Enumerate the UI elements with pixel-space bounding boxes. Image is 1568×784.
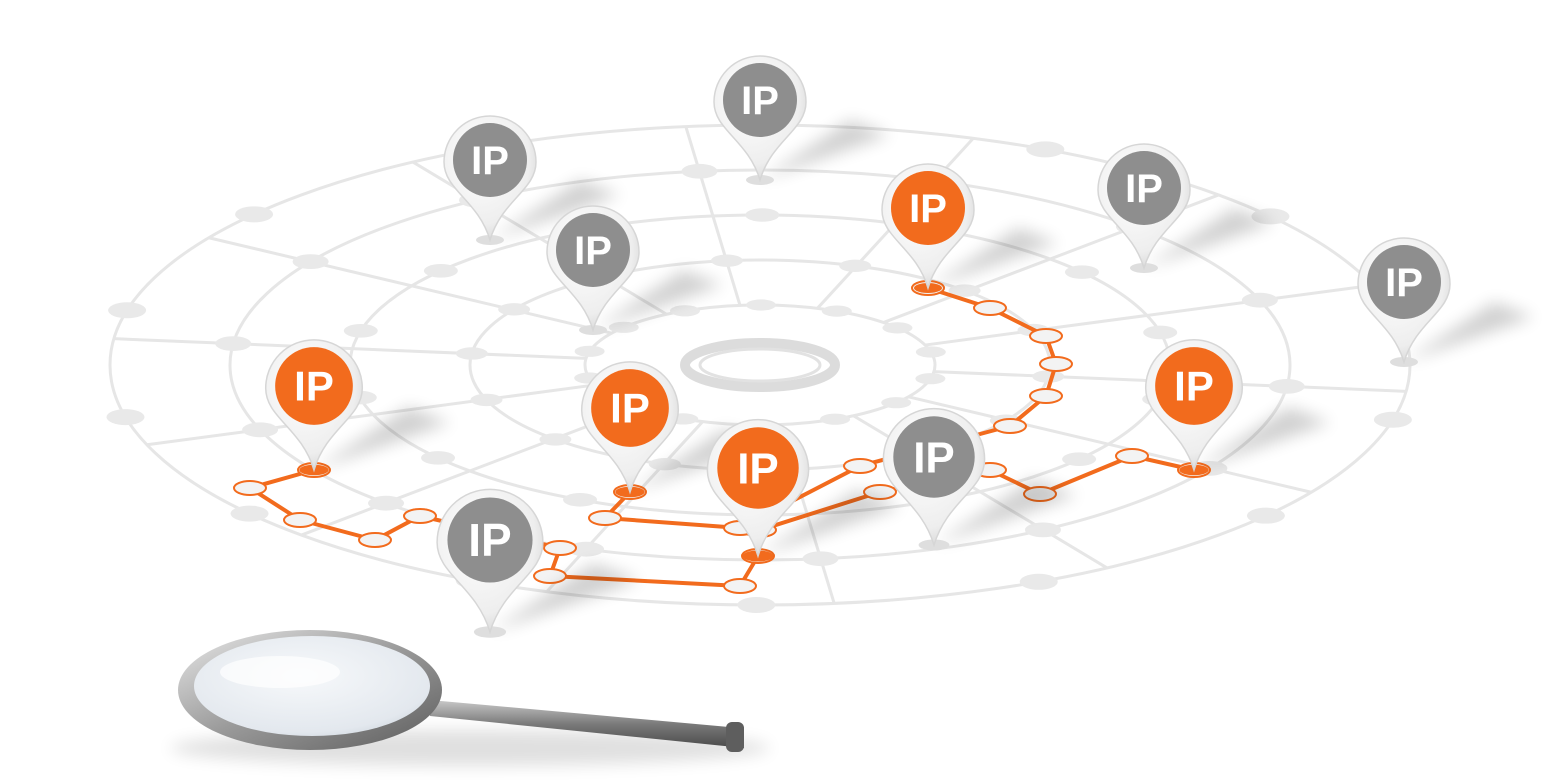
network-node bbox=[539, 433, 572, 446]
map-pin-icon: IP bbox=[882, 407, 1077, 551]
pin-label: IP bbox=[909, 187, 947, 231]
map-pin-icon: IP bbox=[1357, 237, 1534, 367]
network-node bbox=[881, 397, 912, 409]
map-pin-icon: IP bbox=[713, 55, 890, 185]
network-node bbox=[108, 302, 147, 319]
pin-label: IP bbox=[610, 385, 650, 432]
network-node bbox=[574, 345, 605, 357]
route-node bbox=[1039, 356, 1073, 372]
network-node bbox=[242, 422, 279, 438]
network-node bbox=[745, 299, 776, 311]
map-pin-icon: IP bbox=[436, 488, 640, 638]
pin-label: IP bbox=[1174, 363, 1214, 410]
network-node bbox=[915, 346, 946, 358]
pin-label: IP bbox=[471, 139, 509, 183]
network-link bbox=[208, 236, 612, 335]
network-node bbox=[915, 373, 946, 385]
pin-label: IP bbox=[1125, 167, 1163, 211]
network-node bbox=[710, 254, 743, 267]
route-node bbox=[1115, 448, 1149, 464]
route-node bbox=[993, 418, 1027, 434]
network-node bbox=[1246, 507, 1285, 524]
network-node bbox=[608, 321, 639, 333]
network-node bbox=[1064, 265, 1099, 279]
network-node bbox=[498, 303, 531, 316]
network-node bbox=[343, 324, 378, 338]
network-link bbox=[545, 420, 704, 593]
network-link bbox=[146, 383, 596, 447]
pin-label: IP bbox=[741, 79, 779, 123]
network-node bbox=[568, 541, 605, 557]
network-node bbox=[423, 264, 458, 278]
network-node bbox=[1143, 325, 1178, 340]
pin-label: IP bbox=[574, 229, 612, 273]
network-node bbox=[368, 495, 405, 511]
route-node bbox=[283, 512, 317, 528]
pin-label: IP bbox=[737, 444, 779, 493]
pin-label: IP bbox=[1385, 261, 1423, 305]
route-node bbox=[403, 508, 437, 524]
map-pin-icon: IP bbox=[881, 163, 1058, 293]
network-node bbox=[1373, 411, 1412, 428]
network-link bbox=[300, 406, 638, 537]
route-node bbox=[843, 458, 877, 474]
network-ring bbox=[698, 347, 822, 383]
route-node bbox=[543, 540, 577, 556]
route-node bbox=[723, 578, 757, 594]
network-node bbox=[292, 254, 329, 270]
map-pin-icon: IP bbox=[706, 418, 901, 562]
network-node bbox=[737, 596, 776, 613]
network-node bbox=[1024, 522, 1061, 538]
ip-pins: IP IP IP IP IP IP IP IP IP IP IP IP bbox=[264, 55, 1534, 638]
network-ring bbox=[680, 338, 840, 392]
map-pin-icon: IP bbox=[1144, 339, 1331, 476]
network-link bbox=[684, 126, 742, 306]
network-node bbox=[839, 259, 872, 273]
route-node bbox=[973, 300, 1007, 316]
network-node bbox=[421, 451, 456, 465]
map-pin-icon: IP bbox=[264, 339, 451, 476]
route-node bbox=[1029, 388, 1063, 404]
network-node bbox=[1032, 370, 1065, 383]
route-line bbox=[603, 286, 1058, 530]
network-node bbox=[820, 413, 851, 425]
network-node bbox=[470, 393, 503, 407]
pin-label: IP bbox=[294, 363, 334, 410]
route-node bbox=[1029, 328, 1063, 344]
magnifying-glass-icon bbox=[170, 630, 770, 766]
route-node bbox=[588, 510, 622, 526]
network-node bbox=[669, 305, 700, 317]
route-node bbox=[533, 568, 567, 584]
pin-label: IP bbox=[913, 433, 955, 482]
network-node bbox=[681, 163, 718, 179]
network-node bbox=[1241, 292, 1278, 308]
route-node bbox=[233, 480, 267, 496]
network-node bbox=[1268, 379, 1305, 394]
map-pin-icon: IP bbox=[580, 361, 767, 498]
network-link bbox=[908, 395, 1312, 494]
network-node bbox=[235, 206, 274, 223]
network-link bbox=[113, 337, 587, 360]
route-node bbox=[358, 532, 392, 548]
network-node bbox=[821, 305, 852, 317]
network-node bbox=[1062, 452, 1097, 466]
network-node bbox=[948, 284, 981, 297]
network-node bbox=[106, 409, 145, 426]
network-node bbox=[1026, 141, 1065, 158]
map-pin-icon: IP bbox=[1097, 143, 1274, 273]
network-node bbox=[745, 208, 780, 222]
map-pin-icon: IP bbox=[546, 205, 723, 335]
pin-label: IP bbox=[468, 514, 511, 566]
network-node bbox=[215, 336, 252, 351]
network-node bbox=[802, 551, 839, 567]
network-node bbox=[563, 492, 598, 507]
network-node bbox=[455, 347, 488, 360]
network-node bbox=[1019, 573, 1058, 590]
network-node bbox=[882, 322, 913, 334]
map-pin-icon: IP bbox=[443, 115, 620, 245]
network-node bbox=[230, 505, 269, 522]
network-link bbox=[924, 283, 1374, 347]
